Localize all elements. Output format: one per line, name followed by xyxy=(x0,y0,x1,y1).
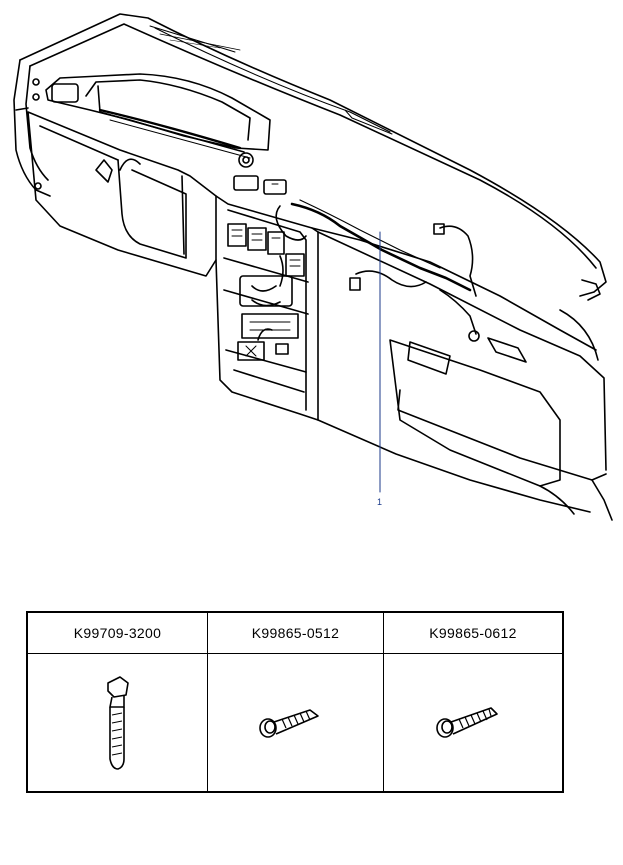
part-number-header: K99709-3200 xyxy=(28,613,208,654)
dashboard-wiring-diagram xyxy=(13,13,613,521)
part-image-cell xyxy=(208,654,384,791)
center-console xyxy=(215,195,319,421)
dashboard-top-inner xyxy=(29,23,597,269)
callout-number: 1 xyxy=(377,497,383,507)
dashboard-lower-edge xyxy=(317,231,607,471)
part-image-cell xyxy=(384,654,562,791)
flange-screw-icon xyxy=(436,706,498,738)
parts-table: K99709-3200 K99865-0512 K99865-0612 xyxy=(26,611,564,793)
flange-screw-icon xyxy=(258,708,319,738)
part-number-header: K99865-0612 xyxy=(384,613,562,654)
cable-tie-clip-icon xyxy=(106,675,129,770)
part-number-header: K99865-0512 xyxy=(208,613,384,654)
wiring-harness xyxy=(290,202,472,292)
part-image-cell xyxy=(28,654,208,791)
glove-box-outline xyxy=(389,339,561,487)
instrument-cluster-hood xyxy=(45,73,271,151)
